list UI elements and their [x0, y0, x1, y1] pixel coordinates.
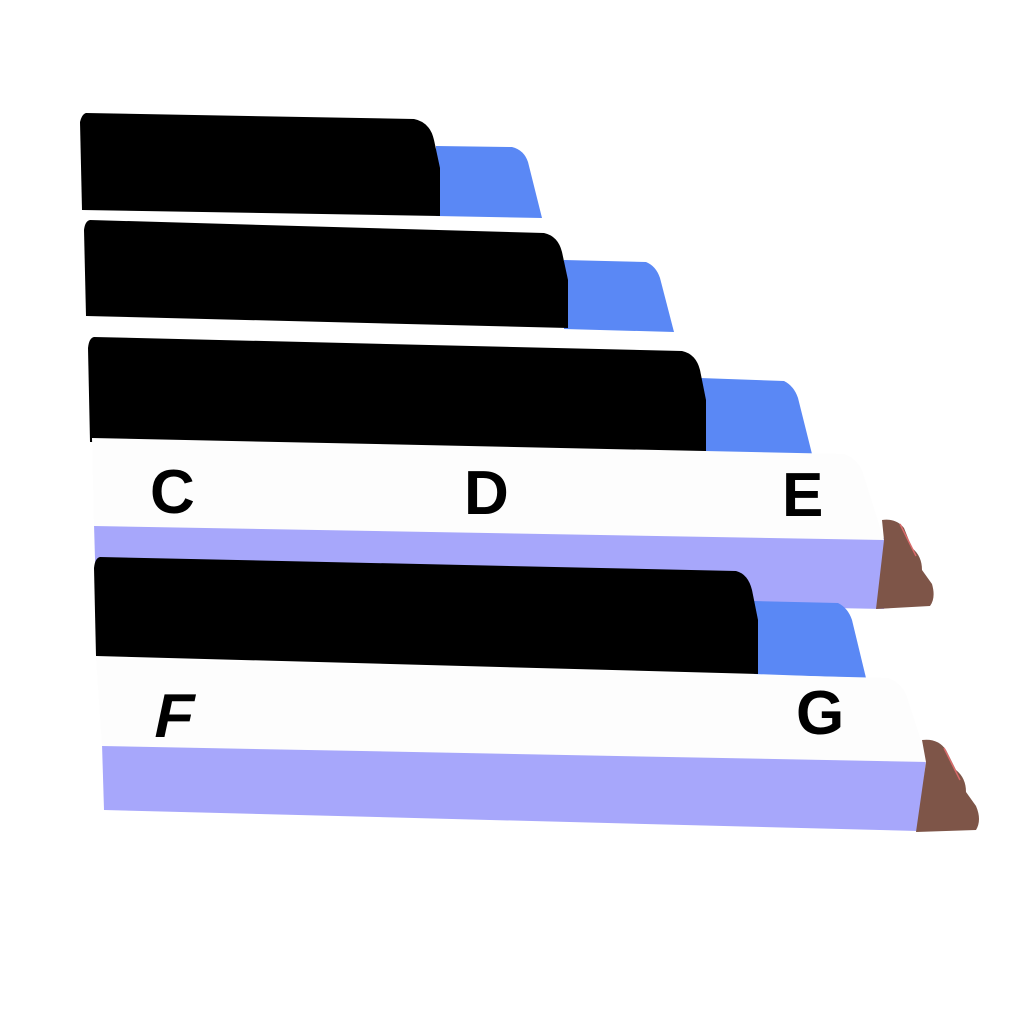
white-key-top [96, 658, 928, 762]
black-key-end-tip [700, 378, 812, 454]
white-key-end-cap [876, 519, 934, 609]
white-key: F G [96, 658, 979, 832]
black-key-body [84, 220, 568, 328]
note-label-e: E [782, 461, 823, 530]
black-key [84, 220, 674, 332]
black-key [80, 113, 542, 218]
white-key-top [92, 438, 884, 540]
black-key [88, 337, 812, 454]
white-key-end-accent [943, 747, 961, 781]
white-key-end-accent [899, 523, 917, 557]
black-key [94, 557, 866, 678]
black-key-end-tip [436, 146, 542, 218]
note-label-d: D [464, 459, 509, 528]
white-key-side [102, 744, 926, 831]
black-key-body [80, 113, 440, 216]
black-key-body [94, 557, 758, 674]
black-key-end-tip [754, 601, 866, 678]
note-label-g: G [796, 679, 844, 748]
note-label-c: C [150, 458, 195, 527]
black-key-end-tip [564, 260, 674, 332]
black-key-body [88, 337, 706, 452]
white-key-end-cap [916, 739, 979, 832]
